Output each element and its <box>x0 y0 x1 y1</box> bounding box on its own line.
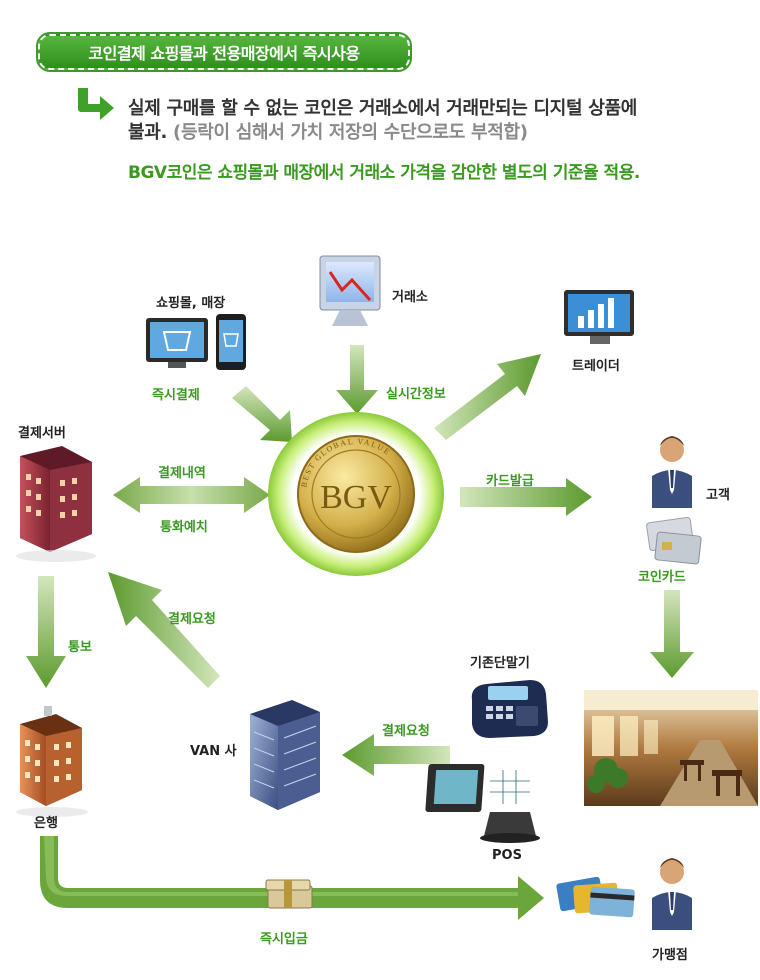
bent-arrow-icon <box>78 88 114 120</box>
label-bank: 은행 <box>34 816 58 831</box>
label-van: VAN 사 <box>190 744 237 759</box>
intro-line2-gray: (등락이 심해서 가치 저장의 수단으로도 부적합) <box>167 122 528 143</box>
merchant-person-icon <box>652 858 692 930</box>
label-instant-deposit: 즉시입금 <box>260 932 308 947</box>
label-instant-pay: 즉시결제 <box>152 388 200 403</box>
arrow-payment-request-to-van <box>342 734 450 776</box>
arrow-realtime-info <box>336 345 378 414</box>
arrow-to-store <box>650 590 694 678</box>
trader-monitor-icon <box>564 290 634 344</box>
label-payment-request-van: 결제요청 <box>382 724 430 739</box>
arrow-card-issue <box>460 478 592 516</box>
arrow-instant-pay <box>232 386 292 442</box>
label-shopping: 쇼핑몰, 매장 <box>156 296 226 311</box>
store-interior-photo <box>584 690 758 806</box>
payment-server-building-icon <box>16 446 96 562</box>
label-card-issue: 카드발급 <box>486 474 534 489</box>
label-payment-server: 결제서버 <box>18 426 66 441</box>
intro-line1: 실제 구매를 할 수 없는 코인은 거래소에서 거래만되는 디지털 상품에 <box>128 98 637 119</box>
label-payment-history: 결제내역 <box>158 466 206 481</box>
label-payment-request-server: 결제요청 <box>168 612 216 627</box>
arrow-instant-deposit <box>40 836 544 920</box>
arrow-payment-request-to-server <box>108 572 220 688</box>
arrow-notify <box>26 576 66 688</box>
arrow-payment-history <box>113 477 270 513</box>
coin-card-icon <box>646 516 702 565</box>
label-realtime-info: 실시간정보 <box>386 387 446 402</box>
label-merchant: 가맹점 <box>652 948 688 963</box>
exchange-monitor-icon <box>319 255 381 326</box>
intro-line2-dark: 불과. <box>128 122 168 143</box>
money-stack-icon <box>265 879 313 909</box>
intro-paragraph: 실제 구매를 할 수 없는 코인은 거래소에서 거래만되는 디지털 상품에 불과… <box>128 97 748 145</box>
label-terminal: 기존단말기 <box>470 656 530 671</box>
pos-terminal-icon <box>425 764 540 843</box>
arrow-to-trader <box>434 354 541 440</box>
label-customer: 고객 <box>706 488 730 503</box>
van-building-icon <box>250 700 320 810</box>
header-title-banner: 코인결제 쇼핑몰과 전용매장에서 즉시사용 <box>36 32 412 72</box>
shopping-devices-icon <box>146 314 246 370</box>
label-trader: 트레이더 <box>572 359 620 374</box>
bank-building-icon <box>16 706 88 817</box>
bgv-coin: BGV BEST GLOBAL VALUE <box>268 412 444 576</box>
label-notify: 통보 <box>68 640 92 655</box>
coin-center-text: BGV <box>320 479 392 516</box>
customer-person-icon <box>652 436 692 508</box>
label-pos: POS <box>492 848 522 863</box>
label-coin-card: 코인카드 <box>638 570 686 585</box>
merchant-cards-icon <box>556 876 635 918</box>
card-terminal-icon <box>471 680 548 738</box>
label-currency-deposit: 통화예치 <box>160 520 208 535</box>
intro-bgv-line: BGV코인은 쇼핑몰과 매장에서 거래소 가격을 감안한 별도의 기준율 적용. <box>128 163 640 183</box>
label-exchange: 거래소 <box>392 290 428 305</box>
